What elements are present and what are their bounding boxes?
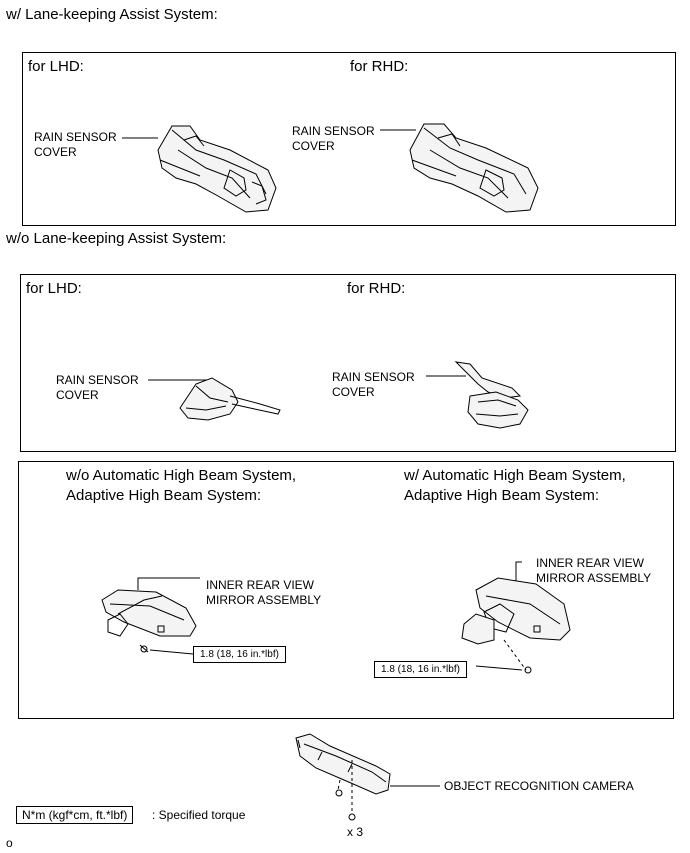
screw-head [335,789,343,797]
panel-with-lka [22,52,676,226]
heading-with-ahb: w/ Automatic High Beam System, Adaptive … [404,467,626,504]
inner-mirror-left [101,589,197,637]
part-label-rain-sensor-cover: RAIN SENSOR COVER [292,124,375,153]
rain-sensor-cover-lka-rhd [409,123,539,213]
object-recognition-camera [295,733,391,795]
rain-sensor-cover-lka-lhd [157,125,277,213]
screw-head [348,813,356,821]
label-lhd-2: for LHD: [26,280,82,297]
label-rhd-1: for RHD: [350,58,409,75]
footer-mark: o [6,836,13,850]
leader-line [137,577,200,590]
legend-description: : Specified torque [152,808,246,822]
screw-head [140,645,148,653]
label-lhd-1: for LHD: [28,58,84,75]
part-label-camera: OBJECT RECOGNITION CAMERA [444,779,634,793]
heading-without-lka: w/o Lane-keeping Assist System: [6,230,227,247]
leader-line [475,665,523,671]
heading-with-lka: w/ Lane-keeping Assist System: [6,6,218,23]
part-label-inner-mirror: INNER REAR VIEW MIRROR ASSEMBLY [206,578,322,607]
part-label-rain-sensor-cover: RAIN SENSOR COVER [332,370,415,399]
part-label-inner-mirror: INNER REAR VIEW MIRROR ASSEMBLY [536,556,652,585]
inner-mirror-right [461,577,571,645]
quantity-label: x 3 [347,825,364,839]
torque-box-left: 1.8 (18, 16 in.*lbf) [193,646,286,663]
part-label-rain-sensor-cover: RAIN SENSOR COVER [34,130,117,159]
screw-head [524,666,532,674]
panel-without-lka [20,274,676,452]
dashed-guide [503,639,527,671]
leader-line [149,649,194,655]
dashed-guide [337,779,341,791]
legend-unit-box: N*m (kgf*cm, ft.*lbf) [16,806,134,824]
heading-without-ahb: w/o Automatic High Beam System, Adaptive… [66,467,297,504]
part-label-rain-sensor-cover: RAIN SENSOR COVER [56,373,139,402]
rain-sensor-cover-no-lka-rhd [454,361,529,429]
torque-box-right: 1.8 (18, 16 in.*lbf) [374,661,467,678]
label-rhd-2: for RHD: [347,280,406,297]
panel-mirror [18,461,674,719]
rain-sensor-cover-no-lka-lhd [179,377,281,421]
